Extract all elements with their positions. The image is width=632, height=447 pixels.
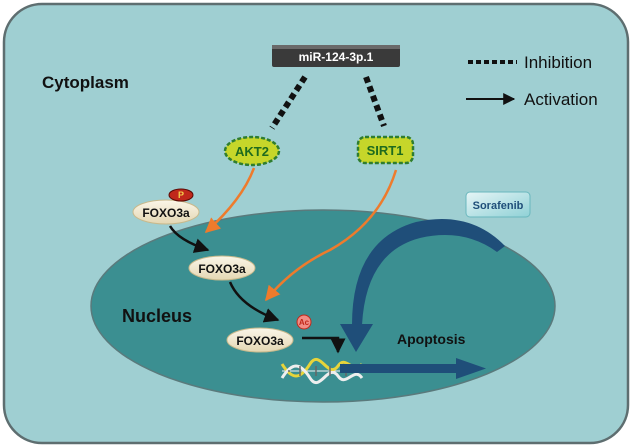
- mirna-label: miR-124-3p.1: [299, 50, 374, 64]
- legend: Inhibition Activation: [466, 53, 598, 109]
- foxo3a-cytoplasm-node: FOXO3a: [132, 199, 200, 225]
- foxo3a-dna-node: FOXO3a: [226, 327, 294, 353]
- acetyl-badge: Ac: [296, 314, 312, 330]
- foxo3a-to-dna-arrow: [228, 281, 280, 323]
- legend-inhibition-label: Inhibition: [524, 53, 592, 72]
- akt2-node: AKT2: [223, 135, 281, 167]
- inhibition-line-akt2: [269, 75, 308, 130]
- sorafenib-arrow: [340, 219, 505, 352]
- phospho-badge: P: [168, 188, 194, 202]
- apoptosis-arrow: [340, 358, 486, 379]
- sorafenib-label: Sorafenib: [473, 200, 524, 212]
- sirt1-to-foxo3a-arrow: [265, 169, 398, 302]
- foxo3a-dna-label: FOXO3a: [236, 334, 284, 348]
- sirt1-label: SIRT1: [367, 143, 404, 158]
- dna-helix: [280, 357, 364, 385]
- akt2-to-foxo3a-arrow: [204, 167, 256, 233]
- sorafenib-node: Sorafenib: [465, 191, 531, 218]
- akt2-label: AKT2: [235, 144, 269, 159]
- legend-activation-label: Activation: [524, 90, 598, 109]
- apoptosis-label: Apoptosis: [397, 331, 466, 347]
- foxo3a-translocation-arrow: [168, 225, 210, 253]
- phospho-label: P: [178, 190, 184, 200]
- foxo3a-nucleus-node: FOXO3a: [188, 255, 256, 281]
- inhibition-line-sirt1: [363, 75, 387, 128]
- transcription-arrow: [302, 336, 346, 354]
- acetyl-label: Ac: [299, 318, 310, 327]
- sirt1-node: SIRT1: [356, 135, 415, 165]
- foxo3a-cytoplasm-label: FOXO3a: [142, 206, 190, 220]
- nucleus-label: Nucleus: [122, 306, 192, 326]
- foxo3a-nucleus-label: FOXO3a: [198, 262, 246, 276]
- cytoplasm-label: Cytoplasm: [42, 73, 129, 92]
- mirna-node: miR-124-3p.1: [272, 45, 400, 67]
